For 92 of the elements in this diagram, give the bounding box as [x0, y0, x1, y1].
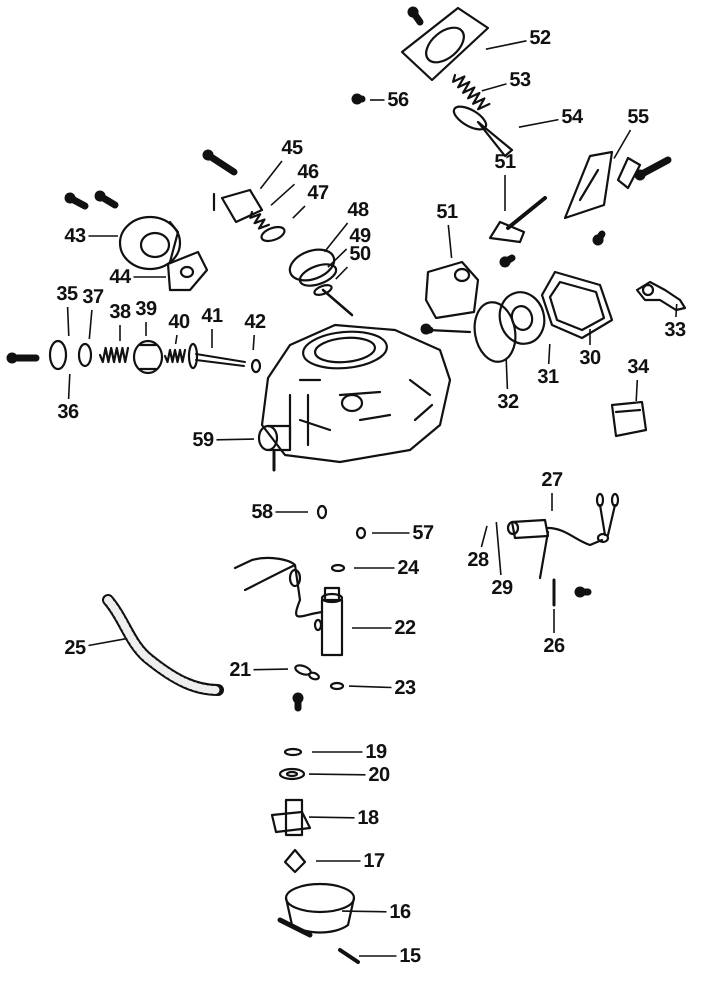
callout-number: 38 — [109, 302, 131, 322]
callout-number: 46 — [297, 162, 319, 182]
callout-number: 54 — [561, 107, 583, 127]
leader-line — [211, 329, 213, 348]
leader-line — [553, 609, 555, 633]
leader-line — [134, 276, 166, 278]
callout-number: 34 — [627, 357, 649, 377]
leader-line — [88, 638, 126, 646]
callout-number: 32 — [497, 392, 519, 412]
callout-number: 56 — [387, 90, 409, 110]
leader-line — [352, 627, 392, 629]
leader-line — [342, 910, 387, 913]
leader-line — [354, 567, 394, 569]
callout-number: 36 — [57, 402, 79, 422]
callout-number: 51 — [436, 202, 458, 222]
leader-line — [635, 380, 638, 402]
callout-number: 24 — [397, 558, 419, 578]
callout-number: 35 — [56, 284, 78, 304]
callout-number: 51 — [494, 152, 516, 172]
callout-number: 18 — [357, 808, 379, 828]
callout-number: 58 — [251, 502, 273, 522]
leader-line — [316, 860, 360, 862]
callout-number: 48 — [347, 200, 369, 220]
leader-line — [66, 306, 70, 336]
leader-line — [308, 773, 366, 776]
callout-number: 26 — [543, 636, 565, 656]
leader-line — [119, 325, 121, 341]
leader-line — [486, 40, 527, 50]
callout-number: 39 — [135, 299, 157, 319]
callout-number: 30 — [579, 348, 601, 368]
leader-line — [276, 511, 308, 513]
callout-number: 29 — [491, 578, 513, 598]
callout-number: 42 — [244, 312, 266, 332]
callout-number: 28 — [467, 550, 489, 570]
callout-number: 16 — [389, 902, 411, 922]
callout-number: 15 — [399, 946, 421, 966]
callout-number: 23 — [394, 678, 416, 698]
leader-line — [518, 118, 559, 128]
leader-line — [308, 816, 355, 819]
callout-number: 49 — [349, 226, 371, 246]
leader-line — [480, 526, 488, 548]
callout-number: 55 — [627, 107, 649, 127]
leader-line — [260, 160, 283, 190]
leader-line — [327, 248, 348, 268]
leader-line — [68, 374, 71, 400]
callout-number: 43 — [64, 226, 86, 246]
leader-line — [335, 266, 348, 280]
leader-line — [174, 334, 178, 344]
leader-line — [505, 358, 508, 390]
callout-number: 19 — [365, 742, 387, 762]
callout-number: 52 — [529, 28, 551, 48]
callout-number: 22 — [394, 618, 416, 638]
leader-line — [253, 668, 288, 670]
callout-number: 44 — [109, 267, 131, 287]
leader-line — [589, 329, 591, 345]
leader-line — [496, 522, 502, 576]
callout-number: 37 — [82, 287, 104, 307]
leader-line — [548, 344, 551, 364]
leader-line — [88, 310, 93, 340]
leader-line — [252, 334, 255, 350]
leader-line — [88, 235, 118, 237]
callout-number: 50 — [349, 244, 371, 264]
leader-line — [312, 751, 362, 753]
callout-number: 53 — [509, 70, 531, 90]
callout-number: 17 — [363, 851, 385, 871]
callout-number: 59 — [192, 430, 214, 450]
callout-number: 40 — [168, 312, 190, 332]
leader-line — [551, 493, 553, 511]
leader-line — [292, 205, 306, 219]
leader-line — [145, 322, 147, 336]
leader-line — [359, 955, 396, 957]
leader-line — [370, 99, 384, 101]
callout-number: 31 — [537, 367, 559, 387]
callout-number: 21 — [229, 660, 251, 680]
leader-line — [504, 175, 506, 211]
leader-line — [348, 685, 392, 688]
callout-number: 25 — [64, 638, 86, 658]
leader-line — [613, 130, 632, 159]
callout-number: 41 — [201, 306, 223, 326]
callout-number: 27 — [541, 470, 563, 490]
leader-line — [448, 224, 452, 258]
callout-number: 20 — [368, 765, 390, 785]
leader-line — [675, 304, 678, 318]
leader-line — [372, 532, 410, 534]
callout-number: 57 — [412, 523, 434, 543]
leader-line — [324, 222, 348, 252]
leader-line — [482, 83, 507, 92]
callout-number: 33 — [664, 320, 686, 340]
callout-number: 47 — [307, 183, 329, 203]
callout-number: 45 — [281, 138, 303, 158]
leader-line — [216, 438, 254, 441]
leader-line — [270, 184, 296, 206]
